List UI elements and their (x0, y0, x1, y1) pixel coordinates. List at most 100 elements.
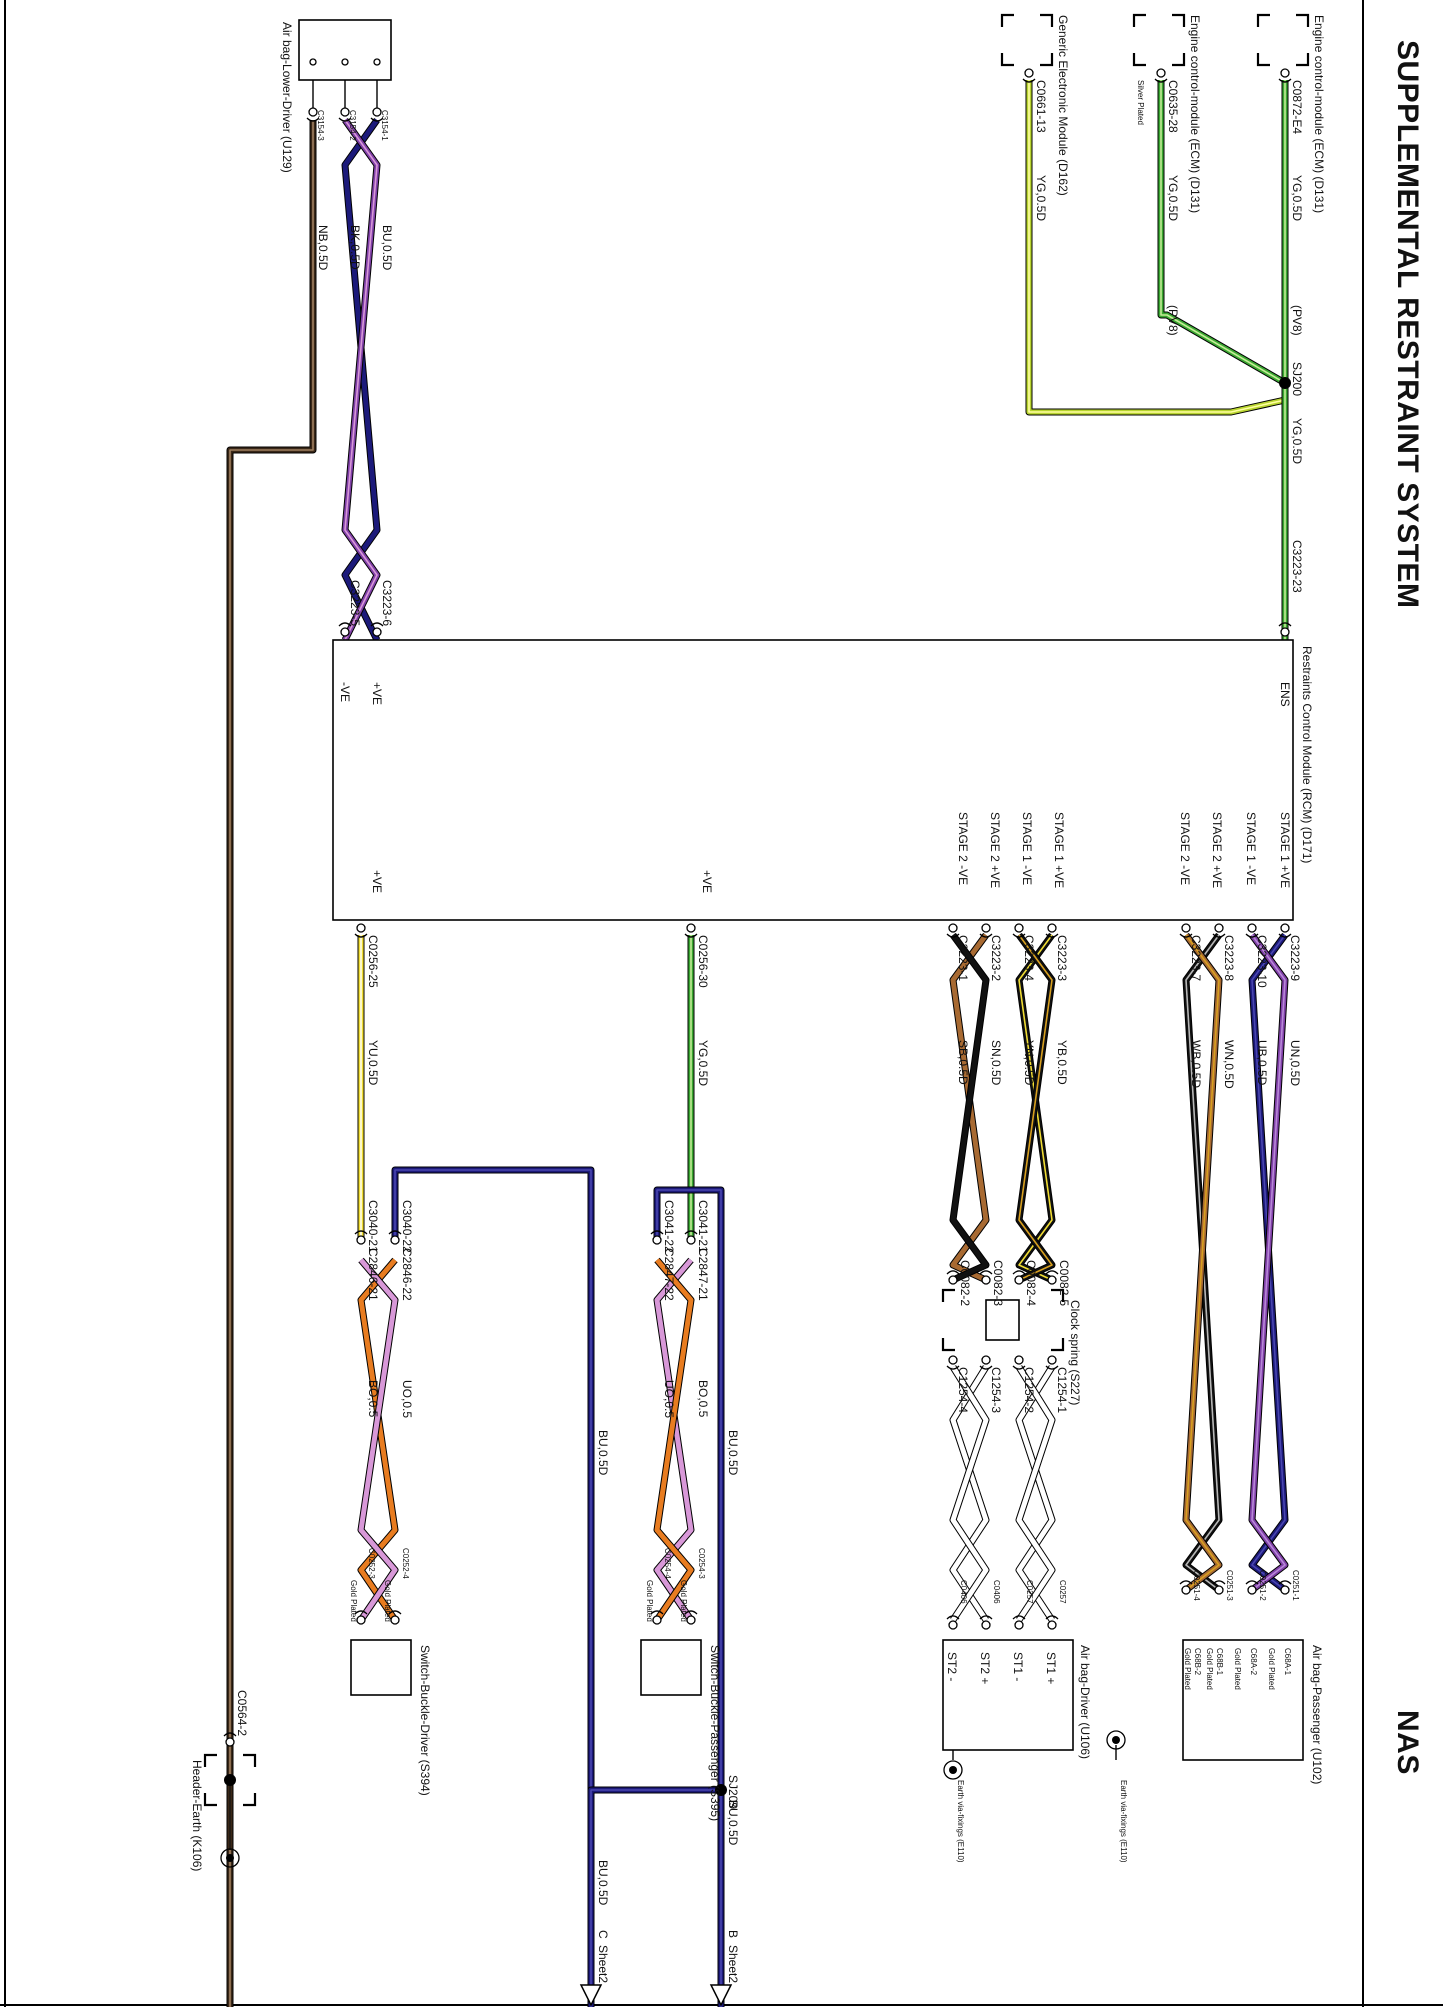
c3223-23-label: C3223-23 (1290, 540, 1304, 593)
c0251-2-label: C0251-2 (1258, 1570, 1267, 1601)
pass-pin-4 (1179, 1580, 1193, 1595)
airbag-driver-box (942, 1639, 1074, 1751)
wire-ab-lower-pair-b (341, 117, 381, 642)
rcm-s2n-label: STAGE 2 -VE (1178, 812, 1192, 885)
wire-yg-5: YG,0.5D (696, 1040, 710, 1086)
c3041-21-label: C3041-21 (696, 1200, 710, 1253)
sj209-splice (715, 1784, 727, 1796)
c3154-1-label: C3154-1 (380, 110, 389, 141)
rcm-s2p-label: STAGE 2 +VE (1210, 812, 1224, 888)
wire-clock-drv-1-a (1015, 1365, 1056, 1622)
pass-pin-3 (1212, 1580, 1226, 1595)
airbag-lower-label: Air bag-Lower-Driver (U129) (280, 22, 294, 173)
ecm1-connector-box (1256, 13, 1310, 67)
wire-wb: WB,0.5D (1189, 1040, 1203, 1088)
rcm-module-box (332, 639, 1294, 921)
pv8-label-1: (PV8) (1290, 305, 1304, 336)
c0406a-label: C0406 (992, 1580, 1001, 1604)
wire-bk-lower: BK,0.5D (348, 225, 362, 270)
c3223-6-label: C3223-6 (380, 580, 394, 626)
c3223-1-label: C3223-1 (956, 935, 970, 981)
silver-plated-label: Silver Plated (1136, 80, 1145, 125)
hdr-earth-label: Header-Earth (K106) (190, 1760, 204, 1871)
rcm-drv-pin-3 (979, 923, 993, 938)
wire-bu-sheet2-c (587, 1786, 721, 2007)
wire-bu-lower: BU,0.5D (380, 225, 394, 271)
wire-bo-drv: BO,0.5 (366, 1380, 380, 1418)
hdr-earth-box (203, 1753, 257, 1807)
c0257b-label: C0257 (1025, 1580, 1034, 1604)
drv-pin-1 (1045, 1615, 1059, 1630)
gem-pin (1022, 68, 1036, 83)
c0251-1-label: C0251-1 (1291, 1570, 1300, 1601)
wire-sw-drv-pair-a (357, 1257, 399, 1622)
c0256-25-label: C0256-25 (366, 935, 380, 988)
wire-uo-drv: UO,0.5 (400, 1380, 414, 1418)
rcm-c0256-25-pin (354, 923, 368, 938)
wire-pass-stage2-a (1182, 932, 1223, 1593)
rcm-pass-pin-2 (1245, 923, 1259, 938)
clock-out-pin-3 (979, 1355, 993, 1370)
wire-clock-drv-2-a (949, 1365, 990, 1622)
wire-gem-sj200 (1025, 80, 1286, 416)
c3223-3-label: C3223-3 (1055, 935, 1069, 981)
st2n-label: ST2 - (945, 1652, 959, 1681)
airbag-lower-box (298, 19, 392, 81)
hdr-earth-pin (223, 1732, 237, 1747)
offsheet-b-sheet: Sheet2 (726, 1945, 740, 1983)
ecm2-pin (1154, 68, 1168, 83)
wire-sw-pass-pair-a (653, 1257, 695, 1622)
wire-sw-pass-pair-b (653, 1257, 695, 1622)
c68a-1-label: C68A-1 (1283, 1648, 1292, 1676)
earth-drv-label: Earth via-fixings (E110) (956, 1780, 965, 1863)
c1254-2-label: C1254-2 (1022, 1367, 1036, 1413)
rcm-s1p-label-2: STAGE 1 +VE (1052, 812, 1066, 888)
c3223-9-label: C3223-9 (1288, 935, 1302, 981)
wire-ab-lower-pair-a (341, 117, 381, 642)
wire-nb-label: NB,0.5D (316, 225, 330, 271)
c3223-7-label: C3223-7 (1189, 935, 1203, 981)
drv-pin-2 (1012, 1615, 1026, 1630)
wire-ecm2-sj200 (1157, 80, 1287, 387)
c2847-22-label: C2847-22 (662, 1248, 676, 1301)
wire-yg-3: YG,0.5D (1034, 175, 1048, 221)
rcm-s2n-label-2: STAGE 2 -VE (956, 812, 970, 885)
c0082-2-label: C0082-2 (958, 1260, 972, 1306)
wire-bu-b2: BU,0.5D (726, 1800, 740, 1846)
clock-in-pin-4 (946, 1270, 960, 1285)
rcm-drv-pin-1 (1045, 923, 1059, 938)
sw-pass-in-pin-1 (684, 1230, 698, 1245)
c3223-2-label: C3223-2 (989, 935, 1003, 981)
c3223-5-label: C3223-5 (348, 580, 362, 626)
offsheet-c-letter: C (596, 1930, 610, 1939)
offsheet-c-arrow (579, 1984, 603, 2007)
clock-out-pin-2 (1012, 1355, 1026, 1370)
c3040-21-label: C3040-21 (366, 1200, 380, 1253)
sj209-label: SJ209 (726, 1775, 740, 1809)
wire-drv-stage1-a (1015, 932, 1056, 1284)
ecm2-label: Engine control-module (ECM) (D131) (1188, 15, 1202, 213)
hdr-earth-symbol (220, 1848, 240, 1868)
wire-yu: YU,0.5D (366, 1040, 380, 1086)
st1p-label: ST1 + (1044, 1652, 1058, 1684)
wire-bu-sheet2-b (653, 1186, 725, 2007)
airbag-pass-label: Air bag-Passenger (U102) (1310, 1645, 1324, 1784)
c0082-5-label: C0082-5 (1057, 1260, 1071, 1306)
wire-drv-stage2-b (949, 932, 990, 1284)
earth-drv-symbol (943, 1760, 963, 1780)
offsheet-b-arrow (709, 1984, 733, 2007)
c68b-2-label: C68B-2 (1193, 1648, 1202, 1676)
wires (226, 62, 1289, 2007)
ab-lower-pin-1 (370, 107, 384, 122)
c3154-3-label: C3154-3 (316, 110, 325, 141)
ecm2-connector-box (1132, 13, 1186, 67)
rcm-neg-pin (338, 622, 352, 637)
rcm-drv-pin-2 (1012, 923, 1026, 938)
drv-pin-3 (979, 1615, 993, 1630)
sw-pass-out-pin-2 (650, 1610, 664, 1625)
wire-wn: WN,0.5D (1222, 1040, 1236, 1089)
c0661-label: C0661-13 (1034, 80, 1048, 133)
rcm-pass-pin-4 (1179, 923, 1193, 938)
clock-in-pin-2 (1012, 1270, 1026, 1285)
